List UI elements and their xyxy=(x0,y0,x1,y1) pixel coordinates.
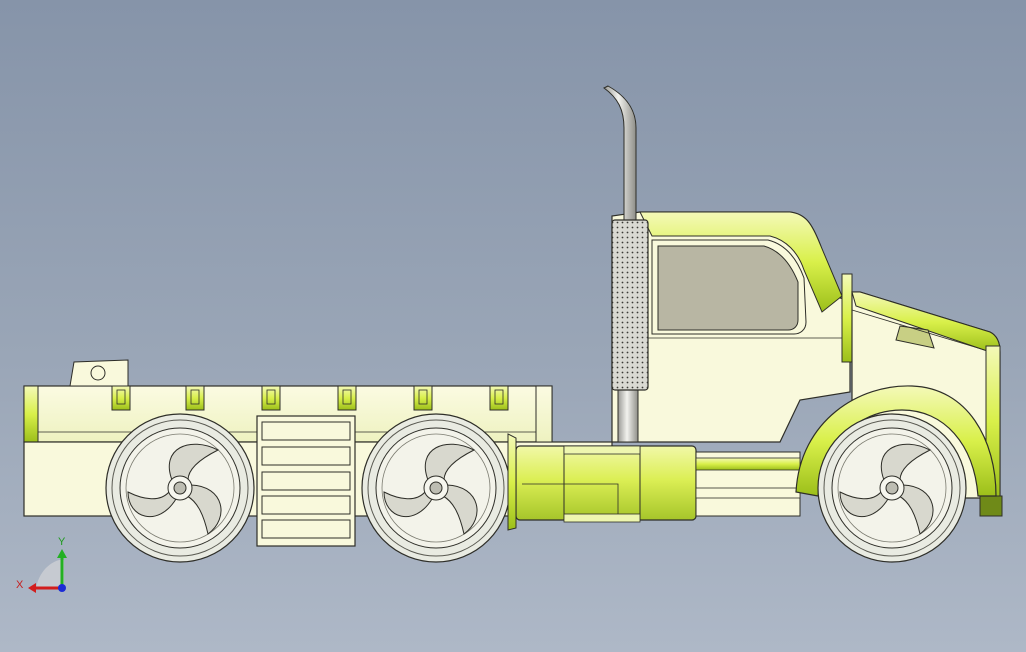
cab-window xyxy=(657,245,799,331)
wheel-front[interactable] xyxy=(817,413,967,563)
z-axis-dot xyxy=(58,584,66,592)
wheel-rear-1[interactable] xyxy=(105,413,255,563)
truck-cab[interactable] xyxy=(611,211,853,443)
view-orientation-shadow xyxy=(36,559,64,588)
step-ladder[interactable] xyxy=(256,415,356,547)
x-axis-label: X xyxy=(16,579,24,591)
y-axis-label: Y xyxy=(58,536,66,548)
mud-flap xyxy=(507,433,517,531)
orientation-triad: X Y xyxy=(16,536,67,593)
wheel-rear-2[interactable] xyxy=(361,413,511,563)
fuel-tank[interactable] xyxy=(515,445,697,523)
cab-chassis[interactable] xyxy=(695,451,801,517)
exhaust-heat-shield xyxy=(611,219,649,391)
exhaust-stack[interactable] xyxy=(603,85,649,443)
